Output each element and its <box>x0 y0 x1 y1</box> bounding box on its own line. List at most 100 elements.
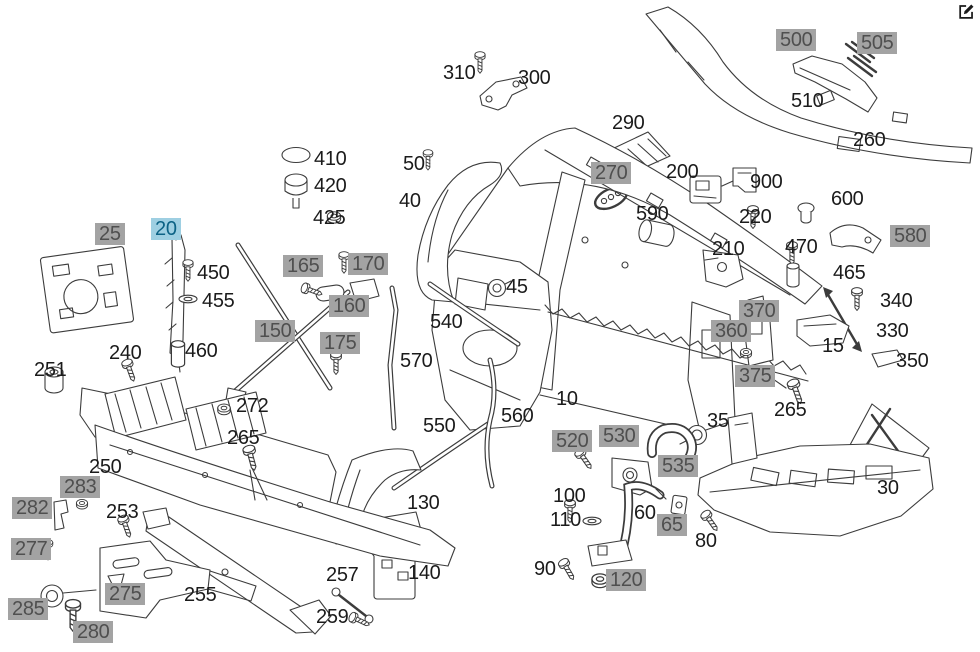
part-sketch-15 <box>796 314 850 347</box>
part-sketch-590 <box>638 219 675 247</box>
part-label-375[interactable]: 375 <box>735 365 776 388</box>
part-label-25[interactable]: 25 <box>95 223 125 246</box>
part-sketch-257 <box>331 587 374 624</box>
part-label-265: 265 <box>774 399 807 421</box>
part-sketch-282 <box>53 499 69 531</box>
part-label-410: 410 <box>314 148 347 170</box>
part-label-160[interactable]: 160 <box>329 295 370 318</box>
part-label-340: 340 <box>880 290 913 312</box>
part-label-265: 265 <box>227 427 260 449</box>
part-sketch-210 <box>702 249 744 288</box>
part-label-220: 220 <box>739 206 772 228</box>
part-sketch-540 <box>427 281 521 347</box>
part-label-590: 590 <box>636 203 669 225</box>
part-sketch-40 <box>416 161 503 311</box>
part-label-100: 100 <box>553 485 586 507</box>
part-label-455: 455 <box>202 290 235 312</box>
part-label-285[interactable]: 285 <box>8 598 49 621</box>
part-label-130: 130 <box>407 492 440 514</box>
part-sketch-500 <box>792 55 878 113</box>
part-label-280[interactable]: 280 <box>73 621 114 644</box>
part-sketch-45 <box>487 278 512 298</box>
part-label-150[interactable]: 150 <box>255 320 296 343</box>
edit-icon[interactable] <box>957 2 976 21</box>
part-label-210: 210 <box>712 238 745 260</box>
part-sketch-600 <box>797 202 815 224</box>
part-label-260: 260 <box>853 129 886 151</box>
part-label-520[interactable]: 520 <box>552 430 593 453</box>
part-sketch-420 <box>284 173 308 209</box>
part-label-65[interactable]: 65 <box>657 514 687 537</box>
part-label-370[interactable]: 370 <box>739 300 780 323</box>
part-sketch-330 <box>823 287 862 352</box>
part-label-165[interactable]: 165 <box>283 255 324 278</box>
part-label-257: 257 <box>326 564 359 586</box>
part-sketch-65 <box>670 494 688 516</box>
part-label-530[interactable]: 530 <box>599 425 640 448</box>
part-label-460: 460 <box>185 340 218 362</box>
part-sketch-60-bracket <box>587 539 633 567</box>
part-label-290: 290 <box>612 112 645 134</box>
part-sketch-200 <box>689 175 722 204</box>
part-sketch-535 <box>646 423 697 463</box>
part-label-272: 272 <box>236 395 269 417</box>
part-label-500[interactable]: 500 <box>776 29 817 52</box>
part-label-300: 300 <box>518 67 551 89</box>
part-label-275[interactable]: 275 <box>105 583 146 606</box>
part-label-120[interactable]: 120 <box>606 569 647 592</box>
part-label-45: 45 <box>506 276 528 298</box>
part-label-15: 15 <box>822 335 844 357</box>
part-label-175[interactable]: 175 <box>320 332 361 355</box>
part-label-330: 330 <box>876 320 909 342</box>
part-label-170[interactable]: 170 <box>348 253 389 276</box>
part-label-600: 600 <box>831 188 864 210</box>
part-label-277[interactable]: 277 <box>11 538 52 561</box>
part-sketch-580 <box>829 224 882 254</box>
part-sketch-25 <box>39 246 135 334</box>
part-label-259: 259 <box>316 606 349 628</box>
part-label-283[interactable]: 283 <box>60 476 101 499</box>
part-label-35: 35 <box>707 410 729 432</box>
part-label-535[interactable]: 535 <box>658 455 699 478</box>
part-label-470: 470 <box>785 236 818 258</box>
part-sketch-550 <box>391 421 491 491</box>
part-label-253: 253 <box>106 501 139 523</box>
part-label-50: 50 <box>403 153 425 175</box>
part-label-900: 900 <box>750 171 783 193</box>
part-label-505[interactable]: 505 <box>857 32 898 55</box>
part-label-450: 450 <box>197 262 230 284</box>
part-label-250: 250 <box>89 456 122 478</box>
part-label-310: 310 <box>443 62 476 84</box>
part-label-110: 110 <box>550 509 581 531</box>
part-label-20[interactable]: 20 <box>151 218 181 241</box>
part-label-80: 80 <box>695 530 717 552</box>
part-label-425: 425 <box>313 207 346 229</box>
part-label-550: 550 <box>423 415 456 437</box>
part-sketch-255 <box>142 507 332 635</box>
part-label-360[interactable]: 360 <box>711 320 752 343</box>
part-label-560: 560 <box>501 405 534 427</box>
part-label-200: 200 <box>666 161 699 183</box>
part-label-140: 140 <box>408 562 441 584</box>
part-sketch-251 <box>44 366 64 394</box>
part-label-270[interactable]: 270 <box>591 162 632 185</box>
part-sketch-570 <box>387 285 399 431</box>
part-sketch-250 <box>79 376 456 567</box>
part-sketch-30 <box>697 403 934 537</box>
part-sketch-900 <box>721 167 757 193</box>
part-sketch-300 <box>479 76 528 111</box>
part-label-510: 510 <box>791 90 824 112</box>
part-sketch-350 <box>871 349 904 368</box>
part-label-60: 60 <box>634 502 656 524</box>
part-label-465: 465 <box>833 262 866 284</box>
part-label-540: 540 <box>430 311 463 333</box>
part-sketch-560 <box>484 357 497 489</box>
part-sketch-410 <box>281 146 311 164</box>
part-sketch-510 <box>816 89 835 106</box>
part-label-282[interactable]: 282 <box>12 497 53 520</box>
part-label-30: 30 <box>877 477 899 499</box>
part-label-580[interactable]: 580 <box>890 225 931 248</box>
